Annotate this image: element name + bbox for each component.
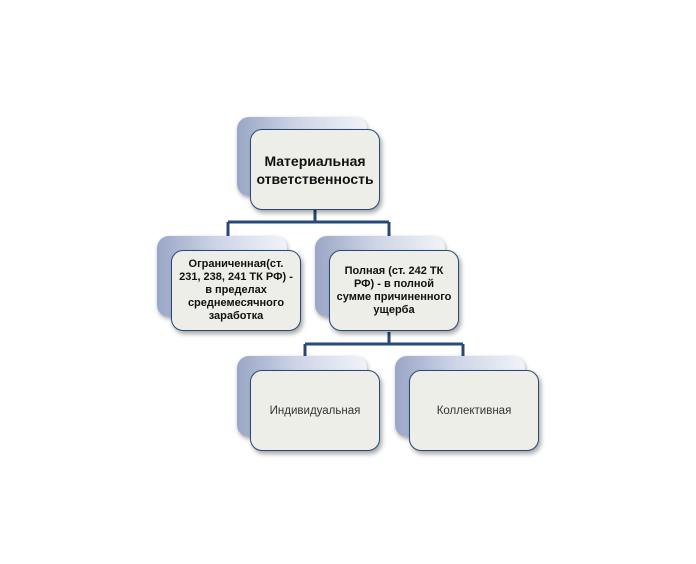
connector-root-to-level2 <box>226 210 391 250</box>
connector-full-to-level3 <box>303 332 465 372</box>
node-limited-label: Ограниченная(ст. 231, 238, 241 ТК РФ) - … <box>179 258 293 322</box>
node-individual-label: Индивидуальная <box>269 404 361 417</box>
node-full-label: Полная (ст. 242 ТК РФ) - в полной сумме … <box>336 264 452 316</box>
node-root-label: Материальная ответственность <box>256 152 374 187</box>
node-full-box: Полная (ст. 242 ТК РФ) - в полной сумме … <box>329 250 459 331</box>
node-limited-box: Ограниченная(ст. 231, 238, 241 ТК РФ) - … <box>171 250 301 331</box>
node-root-box: Материальная ответственность <box>250 129 380 210</box>
node-collective-label: Коллективная <box>436 404 512 417</box>
node-collective-box: Коллективная <box>409 370 539 451</box>
node-individual-box: Индивидуальная <box>250 370 380 451</box>
